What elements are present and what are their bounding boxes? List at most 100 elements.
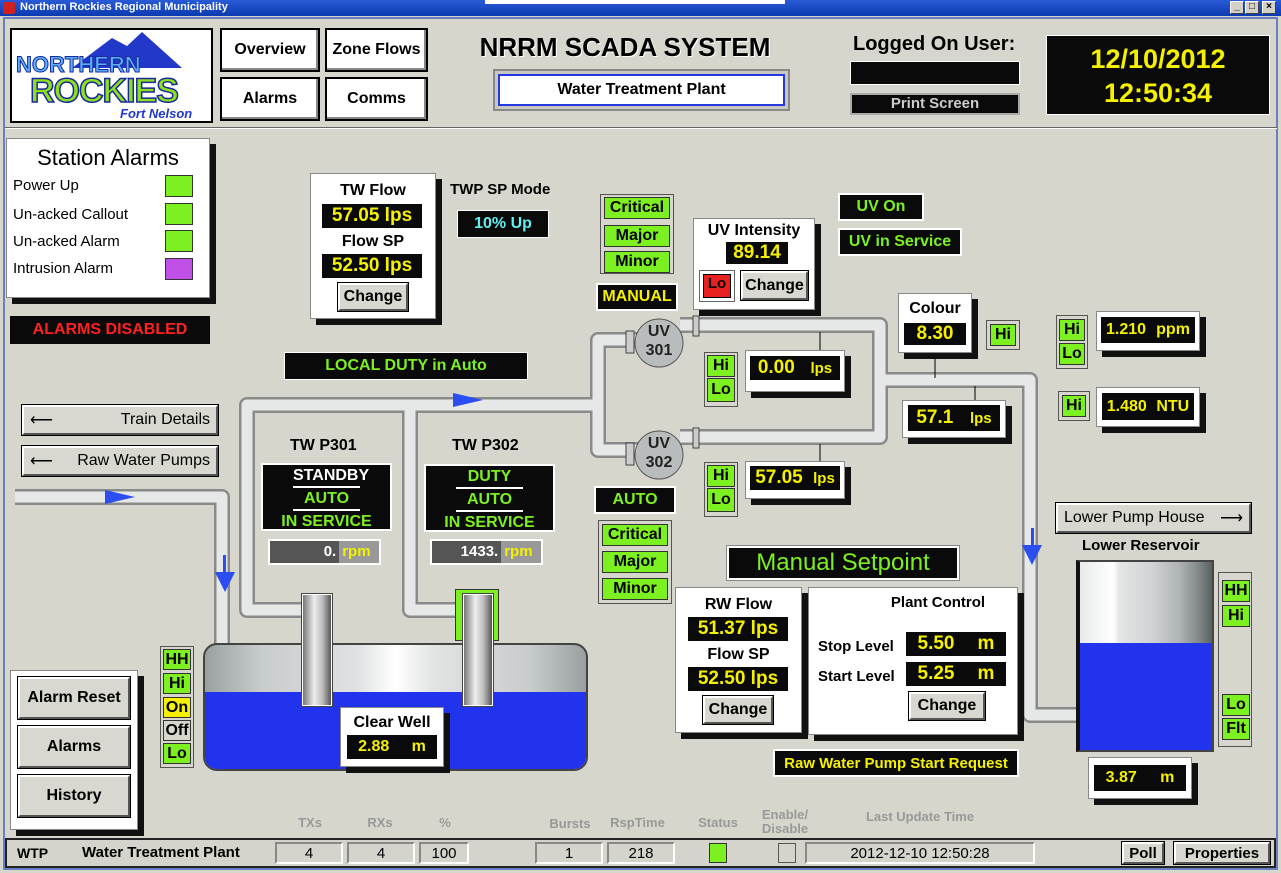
alarms-disabled-status: ALARMS DISABLED [10,316,210,344]
station-code: WTP [17,845,49,861]
rw-start-request: Raw Water Pump Start Request [773,749,1019,777]
plant-control-change-button[interactable]: Change [908,691,986,721]
alarm-reset-button[interactable]: Alarm Reset [17,676,131,720]
turbidity-hi-indicator: Hi [1062,395,1086,417]
uv-mode-auto: AUTO [594,486,676,514]
lower-pump-house-button[interactable]: Lower Pump House⟶ [1055,502,1252,534]
flow-arrows [105,393,1042,592]
station-name: Water Treatment Plant [498,74,785,106]
comms-button[interactable]: Comms [325,77,428,121]
window-title: Northern Rockies Regional Municipality [0,0,1281,16]
overview-button[interactable]: Overview [220,28,320,72]
alarm-label: Un-acked Callout [13,206,129,223]
pump-p301-status: STANDBY AUTO IN SERVICE [261,463,392,531]
alarms-nav-button[interactable]: Alarms [220,77,320,121]
pump-p302-status: DUTY AUTO IN SERVICE [424,464,555,532]
maximize-icon[interactable]: □ [1245,1,1259,14]
intrusion-indicator [165,258,193,280]
arrow-left-icon: ⟵ [30,453,53,470]
critical-indicator: Critical [602,524,668,546]
uv-mode-manual: MANUAL [596,283,678,311]
reservoir-hh-indicator: HH [1222,580,1250,602]
date: 12/10/2012 [1090,44,1226,74]
tw-flow-sp-value: 52.50 lps [322,254,422,278]
train-details-button[interactable]: ⟵Train Details [21,404,219,436]
enable-disable-checkbox[interactable] [778,843,796,863]
print-screen-button[interactable]: Print Screen [850,93,1020,115]
bursts-value: 1 [535,842,603,864]
local-duty-status: LOCAL DUTY in Auto [284,352,528,380]
close-icon[interactable]: × [1262,1,1276,14]
uv-on-status: UV On [838,193,924,221]
rw-flow-change-button[interactable]: Change [702,695,774,725]
zone-flows-button[interactable]: Zone Flows [325,28,428,72]
uv302-hi-indicator: Hi [707,465,735,487]
minor-indicator: Minor [604,251,670,273]
app-icon [3,2,15,14]
colour-value: 8.30 [904,323,966,345]
chlorine-lo-indicator: Lo [1059,343,1085,365]
flow-arrow-icon [105,490,135,504]
clear-well-hh-indicator: HH [163,649,191,670]
raw-water-pumps-button[interactable]: ⟵Raw Water Pumps [21,445,219,477]
logged-on-user [850,61,1020,85]
page-title: NRRM SCADA SYSTEM [479,32,771,62]
pump-p302-motor-icon[interactable] [462,593,494,707]
titlebar-field [485,0,785,4]
txs-value: 4 [275,842,343,864]
pump-p301-rpm: 0.rpm [268,539,381,565]
flow-arrow-icon [453,393,483,407]
clear-well-on-indicator: On [163,697,191,718]
callout-indicator [165,203,193,225]
uv301-hi-indicator: Hi [707,355,735,377]
reservoir-lo-indicator: Lo [1222,694,1250,716]
alarm-label: Power Up [13,177,79,194]
pump-p301-motor-icon[interactable] [301,593,333,707]
alarm-label: Intrusion Alarm [13,260,114,277]
pump-p302-rpm: 1433.rpm [430,539,543,565]
alarms-button[interactable]: Alarms [17,725,131,769]
lower-reservoir-label: Lower Reservoir [1082,537,1200,554]
clear-well-hi-indicator: Hi [163,673,191,694]
uv-intensity-value: 89.14 [726,242,788,264]
clear-well-lo-indicator: Lo [163,743,191,764]
tw-flow-value: 57.05 lps [322,204,422,228]
tw-flow-change-button[interactable]: Change [337,282,409,312]
uv-change-button[interactable]: Change [740,270,809,301]
poll-button[interactable]: Poll [1121,841,1165,865]
rw-flow-value: 51.37 lps [688,617,788,641]
pct-value: 100 [419,842,469,864]
logo: NORTHERN ROCKIES Fort Nelson [10,28,213,123]
rsp-time-value: 218 [607,842,675,864]
minimize-icon[interactable]: _ [1230,1,1244,14]
reservoir-flt-indicator: Flt [1222,718,1250,740]
arrow-left-icon: ⟵ [30,412,53,429]
history-button[interactable]: History [17,774,131,818]
pump-p302-label: TW P302 [452,437,519,454]
manual-setpoint-title: Manual Setpoint [726,545,960,581]
station-full-name: Water Treatment Plant [82,844,240,861]
reservoir-hi-indicator: Hi [1222,605,1250,627]
arrow-right-icon: ⟶ [1220,510,1243,527]
last-update-value: 2012-12-10 12:50:28 [805,842,1035,864]
unacked-alarm-indicator [165,230,193,252]
reservoir-water-level [1080,642,1212,750]
flow-arrow-icon [1022,545,1042,565]
major-indicator: Major [602,551,668,573]
power-up-indicator [165,175,193,197]
rxs-value: 4 [347,842,415,864]
uv-in-service-status: UV in Service [838,228,962,256]
datetime-display: 12/10/2012 12:50:34 [1046,35,1270,115]
properties-button[interactable]: Properties [1173,841,1271,865]
status-indicator [709,843,727,863]
